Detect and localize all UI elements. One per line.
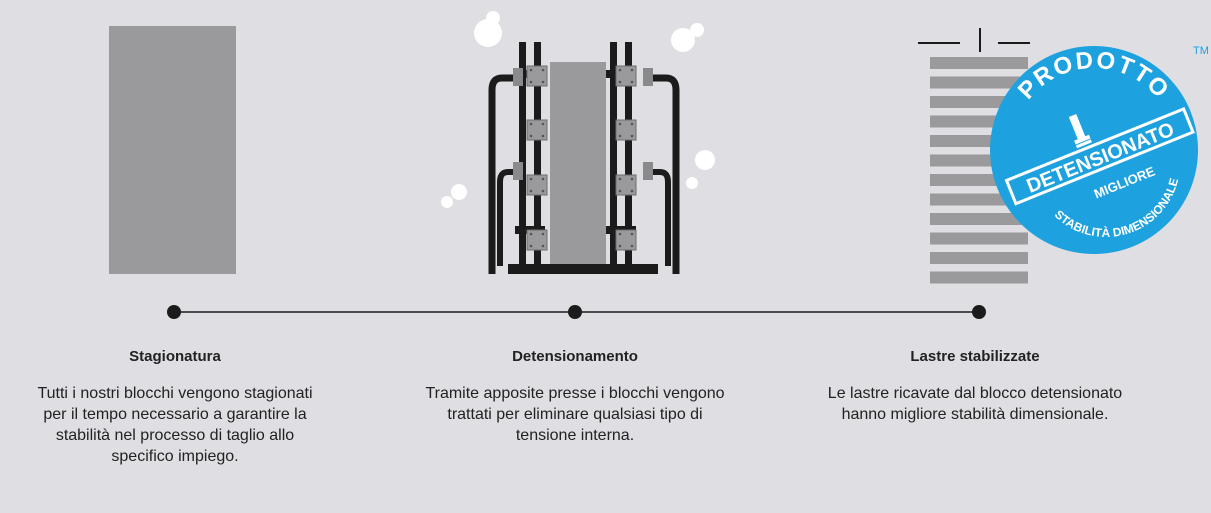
slab bbox=[930, 57, 1028, 69]
stone-block bbox=[109, 26, 236, 274]
slab bbox=[930, 232, 1028, 245]
timeline-node bbox=[568, 305, 582, 319]
timeline-node bbox=[972, 305, 986, 319]
step-title: Stagionatura bbox=[129, 348, 221, 365]
slab bbox=[930, 271, 1028, 284]
step-description: Tutti i nostri blocchi vengono stagionat… bbox=[37, 385, 313, 465]
step-description: Tramite apposite presse i blocchi vengon… bbox=[425, 385, 725, 444]
trademark-text: TM bbox=[1193, 45, 1209, 57]
timeline bbox=[167, 305, 986, 319]
bubbles bbox=[441, 11, 715, 208]
slab bbox=[930, 76, 1028, 89]
press-illustration bbox=[441, 11, 715, 274]
detensionato-badge: PRODOTTO DETENSIONATO MIGLIORE STABILITÀ… bbox=[990, 45, 1209, 254]
step-stagionatura: Stagionatura Tutti i nostri blocchi veng… bbox=[30, 348, 320, 467]
step-title: Detensionamento bbox=[512, 348, 638, 365]
timeline-node bbox=[167, 305, 181, 319]
slab bbox=[930, 213, 1028, 225]
step-description: Le lastre ricavate dal blocco detensiona… bbox=[827, 385, 1123, 423]
slab bbox=[930, 252, 1028, 264]
step-lastre-stabilizzate: Lastre stabilizzate Le lastre ricavate d… bbox=[825, 348, 1125, 425]
step-title: Lastre stabilizzate bbox=[910, 348, 1040, 365]
step-detensionamento: Detensionamento Tramite apposite presse … bbox=[415, 348, 735, 446]
